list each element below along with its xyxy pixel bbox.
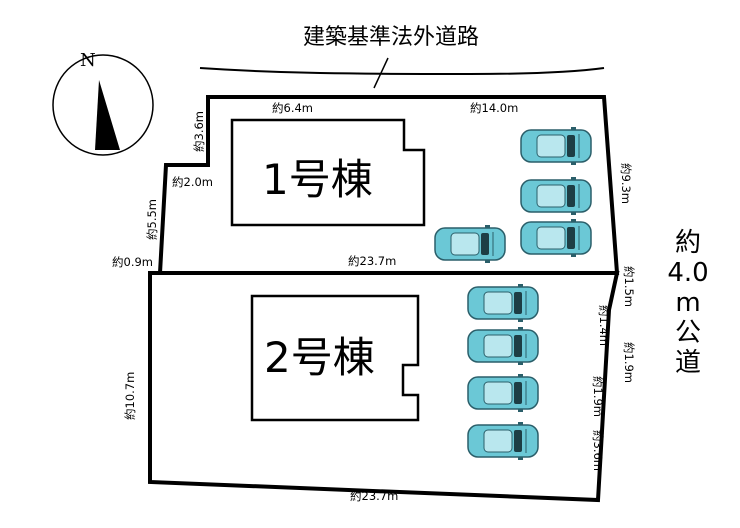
car-icon bbox=[520, 219, 592, 257]
dim-step-left: 約0.9m bbox=[112, 255, 153, 269]
dim-lot2-right-1: 約1.5m bbox=[622, 266, 636, 307]
dim-lot1-left-lower: 約5.5m bbox=[145, 199, 159, 240]
car-icon bbox=[520, 127, 592, 165]
dim-lot1-step: 約2.0m bbox=[172, 175, 213, 189]
public-road-char: 公 bbox=[674, 318, 701, 348]
lot-2-boundary bbox=[148, 271, 620, 503]
car-icon bbox=[467, 284, 539, 322]
dim-lot1-bottom: 約23.7m bbox=[348, 254, 396, 268]
dim-lot2-bottom: 約23.7m bbox=[350, 489, 398, 503]
parking-cars bbox=[434, 127, 592, 460]
outer-road: 建築基準法外道路 bbox=[199, 25, 605, 89]
public-road-label: 約 4.0 m 公 道 bbox=[660, 228, 716, 378]
building-2: 2号棟 bbox=[250, 294, 420, 422]
building-1-label: 1号棟 bbox=[262, 155, 373, 204]
dim-lot2-right-2: 約1.4m bbox=[597, 305, 611, 346]
dim-lot2-right-4: 約1.9m bbox=[591, 376, 605, 417]
north-label: N bbox=[80, 50, 96, 71]
building-1: 1号棟 bbox=[230, 118, 426, 227]
public-road-char: m bbox=[675, 288, 701, 318]
car-icon bbox=[467, 327, 539, 365]
car-icon bbox=[434, 225, 506, 263]
car-icon bbox=[467, 374, 539, 412]
dim-lot2-left: 約10.7m bbox=[123, 372, 137, 420]
dim-lot1-top-right: 約14.0m bbox=[470, 101, 518, 115]
dim-lot2-right-5: 約3.6m bbox=[591, 430, 605, 471]
dim-lot1-left-upper: 約3.6m bbox=[192, 111, 206, 152]
building-2-label: 2号棟 bbox=[264, 333, 375, 382]
dim-lot1-top-left: 約6.4m bbox=[272, 101, 313, 115]
public-road-char: 道 bbox=[674, 348, 701, 378]
public-road-char: 約 bbox=[674, 228, 701, 258]
road-title: 建築基準法外道路 bbox=[303, 25, 479, 50]
dim-lot1-right: 約9.3m bbox=[619, 163, 633, 204]
public-road-char: 4.0 bbox=[667, 258, 709, 288]
compass-icon: N bbox=[52, 50, 154, 156]
dimension-labels: 約6.4m 約14.0m 約3.6m 約2.0m 約5.5m 約9.3m 約23… bbox=[112, 101, 636, 503]
car-icon bbox=[467, 422, 539, 460]
car-icon bbox=[520, 177, 592, 215]
dim-lot2-right-3: 約1.9m bbox=[622, 342, 636, 383]
